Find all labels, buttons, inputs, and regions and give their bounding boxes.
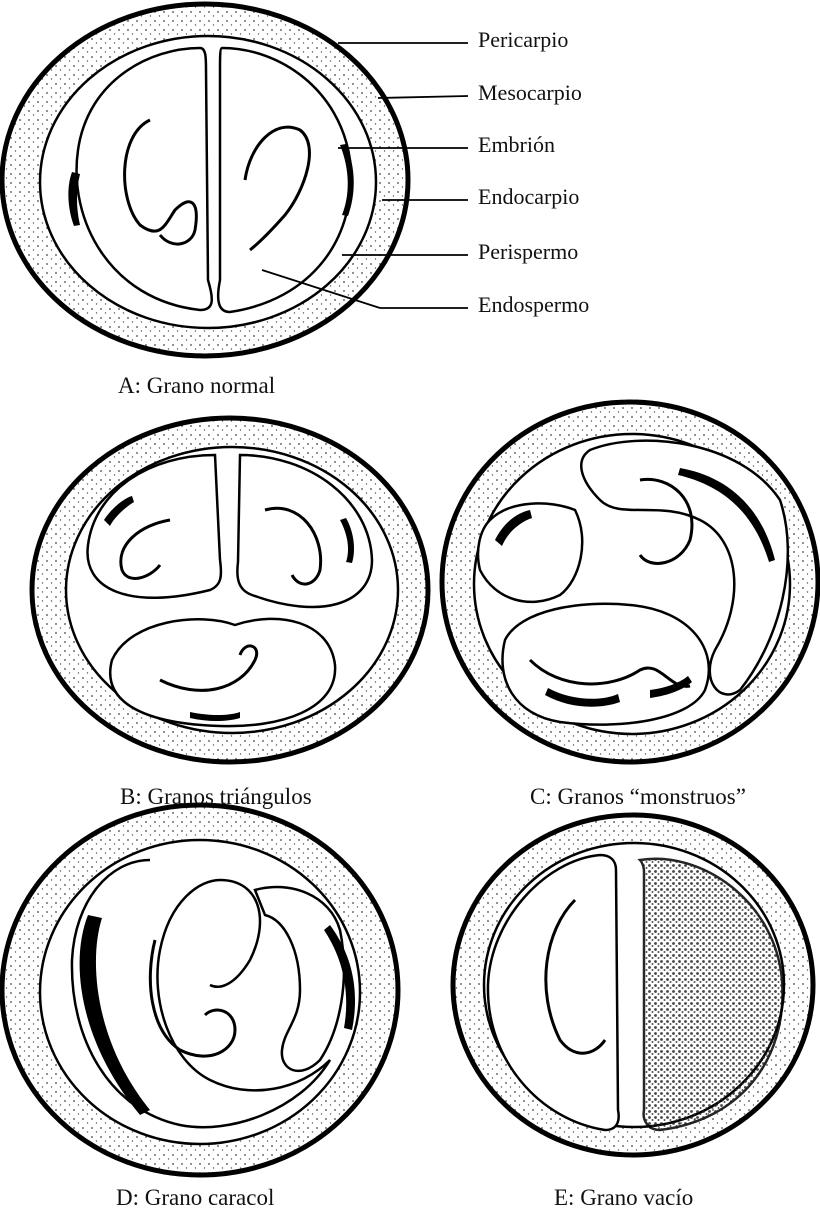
label-endocarpio: Endocarpio	[478, 186, 579, 208]
label-mesocarpio: Mesocarpio	[478, 82, 582, 104]
caption-e: E: Grano vacío	[554, 1186, 693, 1209]
grain-a-normal	[2, 4, 468, 356]
grain-c-monsters	[442, 402, 818, 762]
grain-d-snail	[2, 805, 398, 1175]
grain-b-triangles	[32, 418, 428, 762]
caption-a: A: Grano normal	[118, 374, 275, 397]
caption-d: D: Grano caracol	[116, 1186, 274, 1209]
grain-e-empty	[453, 815, 813, 1155]
leader-mesocarpio	[378, 96, 468, 98]
label-embrion: Embrión	[478, 134, 555, 156]
caption-b: B: Granos triángulos	[120, 785, 312, 808]
label-perispermo: Perispermo	[478, 241, 578, 263]
grain-b-seed-bottom	[110, 619, 335, 726]
label-pericarpio: Pericarpio	[478, 29, 568, 51]
label-endospermo: Endospermo	[478, 294, 589, 316]
caption-c: C: Granos “monstruos”	[530, 785, 746, 808]
